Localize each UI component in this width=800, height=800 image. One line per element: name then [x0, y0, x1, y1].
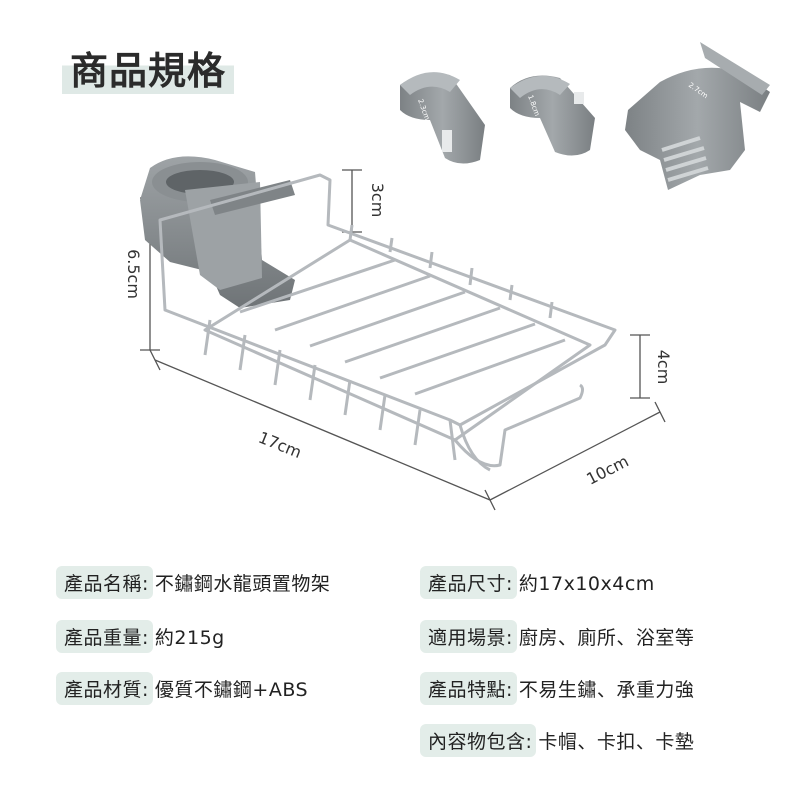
- spec-usage-scene: 適用場景:廚房、廁所、浴室等: [420, 619, 695, 653]
- spec-value: 不易生鏽、承重力強: [518, 678, 695, 701]
- spec-label: 適用場景:: [420, 619, 517, 653]
- width-label: 17cm: [256, 428, 305, 462]
- spec-product-weight: 產品重量:約215g: [56, 619, 225, 653]
- spec-value: 約215g: [154, 626, 225, 649]
- clip-height-label: 3cm: [368, 183, 387, 218]
- mini-faucet-clip-icon: 1.8cm: [510, 75, 595, 156]
- spec-product-name: 產品名稱:不鏽鋼水龍頭置物架: [56, 565, 331, 599]
- spec-value: 卡帽、卡扣、卡墊: [538, 730, 695, 753]
- small-faucet-clip-icon: 2.3cm: [400, 72, 485, 164]
- basket-height-label: 4cm: [654, 350, 673, 385]
- height-total-label: 6.5cm: [124, 249, 143, 299]
- spec-product-size: 產品尺寸:約17x10x4cm: [420, 565, 655, 599]
- page-title: 商品規格: [62, 38, 235, 99]
- spec-value: 優質不鏽鋼+ABS: [154, 678, 309, 701]
- depth-label: 10cm: [583, 451, 631, 488]
- spec-material: 產品材質:優質不鏽鋼+ABS: [56, 671, 309, 705]
- spec-label: 內容物包含:: [420, 723, 537, 757]
- large-faucet-clip-icon: 2.7cm: [625, 42, 770, 190]
- spec-features: 產品特點:不易生鏽、承重力強: [420, 671, 695, 705]
- spec-value: 廚房、廁所、浴室等: [518, 626, 695, 649]
- wire-basket-icon: [158, 173, 617, 472]
- spec-value: 約17x10x4cm: [518, 572, 655, 595]
- spec-label: 產品名稱:: [56, 565, 153, 599]
- spec-value: 不鏽鋼水龍頭置物架: [154, 572, 331, 595]
- product-illustration: 2.3cm 1.8cm 2.7cm 6.5cm 3cm 4cm 17cm 10c…: [124, 42, 770, 511]
- spec-label: 產品重量:: [56, 619, 153, 653]
- spec-label: 產品特點:: [420, 671, 517, 705]
- spec-label: 產品尺寸:: [420, 565, 517, 599]
- spec-label: 產品材質:: [56, 671, 153, 705]
- spec-contents: 內容物包含:卡帽、卡扣、卡墊: [420, 723, 695, 757]
